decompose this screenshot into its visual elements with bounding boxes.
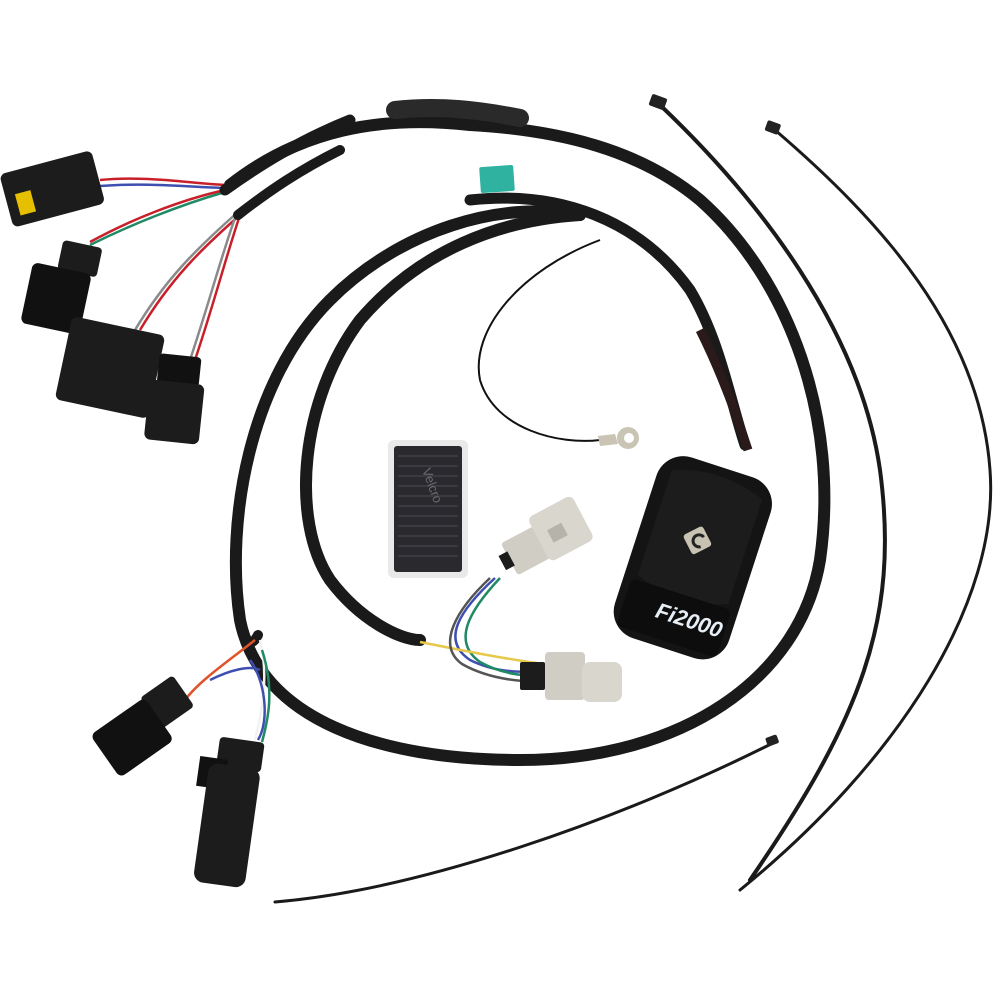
velcro-patch xyxy=(388,440,468,578)
heat-shrink-sleeve xyxy=(386,99,529,127)
top-left-branch-2 xyxy=(233,145,345,220)
cable-ties xyxy=(273,103,993,904)
cable-tie-head-3 xyxy=(765,734,779,747)
connector-tl-3 xyxy=(55,317,165,418)
connector-tl-4 xyxy=(144,353,205,445)
top-left-branch xyxy=(219,114,356,196)
module-lead xyxy=(695,327,753,452)
ground-ring-terminal xyxy=(598,427,639,449)
cable-tie-head-2 xyxy=(764,120,781,135)
top-left-wires xyxy=(89,177,242,361)
connector-tl-1 xyxy=(0,151,104,227)
cable-tie-1 xyxy=(658,103,887,882)
connector-bl-2 xyxy=(194,737,265,888)
teal-tape-marker xyxy=(479,164,515,194)
fi2000-module xyxy=(613,456,772,660)
connector-bl-1 xyxy=(92,676,193,776)
grey-connector-upper xyxy=(498,496,593,575)
ground-wire xyxy=(477,239,601,442)
cable-tie-3 xyxy=(273,740,777,904)
grey-connector-lower xyxy=(520,652,622,702)
stylized-c-logo xyxy=(683,526,712,555)
cable-tie-2 xyxy=(738,128,993,892)
connector-tl-2 xyxy=(21,240,102,335)
bottom-left-wires xyxy=(184,639,271,743)
cable-tie-head-1 xyxy=(648,94,668,110)
